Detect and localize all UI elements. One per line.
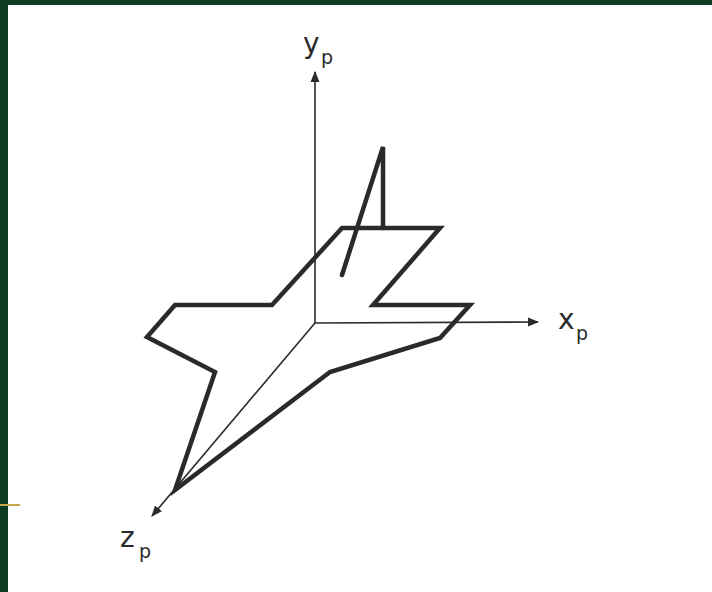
y-axis xyxy=(314,72,316,323)
frame-accent xyxy=(0,504,20,506)
axis-subscript: p xyxy=(321,48,333,67)
aircraft-outline xyxy=(147,228,470,490)
axis-name: y xyxy=(303,30,320,58)
axis-subscript: p xyxy=(576,324,588,343)
tail-fin xyxy=(342,147,383,275)
axis-name: z xyxy=(120,524,135,552)
frame-bar xyxy=(0,0,8,592)
axis-name: x xyxy=(558,306,575,334)
axis-subscript: p xyxy=(139,542,151,561)
x-axis xyxy=(315,322,538,323)
frame-bar xyxy=(0,0,712,5)
